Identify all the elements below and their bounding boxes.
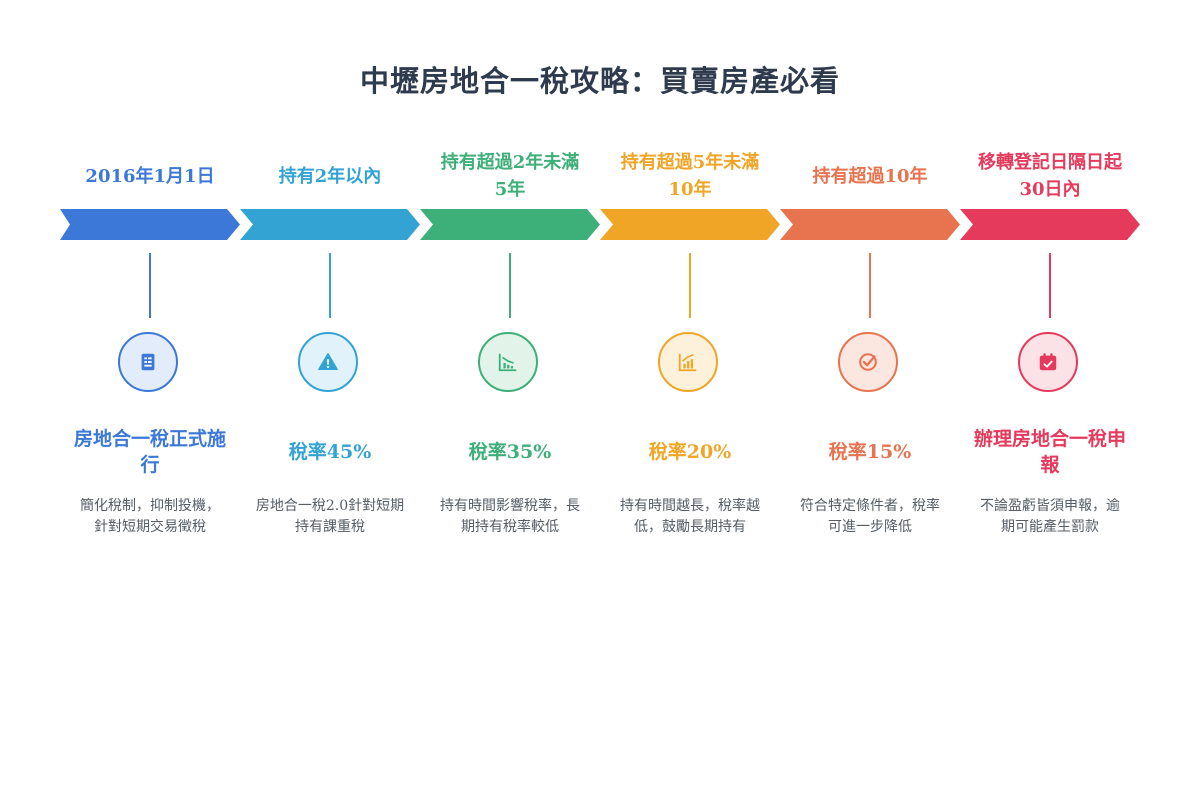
step-chevron [600, 209, 780, 240]
step-chevron [780, 209, 960, 240]
step-chevron [960, 209, 1140, 240]
step-description: 持有時間影響稅率，長期持有稅率較低 [440, 498, 580, 535]
timeline-step: 持有超過10年 稅率15% 符合特定條件者，稅率可進一步降低 [780, 0, 960, 793]
step-connector [329, 253, 331, 318]
calendar-icon [1018, 332, 1078, 392]
step-heading: 辦理房地合一稅申報 [973, 428, 1126, 476]
step-heading: 稅率20% [648, 441, 732, 463]
step-label: 持有超過10年 [812, 165, 928, 187]
chart-up-icon [658, 332, 718, 392]
step-connector [509, 253, 511, 318]
step-label: 2016年1月1日 [85, 165, 215, 187]
timeline-step: 持有超過5年未滿10年 稅率20% 持有時間越長，稅率越低，鼓勵長期持有 [600, 0, 780, 793]
warning-icon [298, 332, 358, 392]
step-description: 不論盈虧皆須申報，逾期可能產生罰款 [980, 498, 1120, 535]
step-description: 簡化稅制，抑制投機，針對短期交易徵稅 [80, 498, 220, 535]
step-label: 持有2年以內 [278, 165, 382, 187]
step-label: 持有超過2年未滿5年 [440, 152, 580, 200]
step-description: 房地合一稅2.0針對短期持有課重稅 [255, 498, 405, 535]
chart-down-icon [478, 332, 538, 392]
step-label: 移轉登記日隔日起30日內 [978, 152, 1122, 200]
step-description: 符合特定條件者，稅率可進一步降低 [800, 498, 940, 535]
step-chevron [420, 209, 600, 240]
step-description: 持有時間越長，稅率越低，鼓勵長期持有 [620, 498, 760, 535]
step-connector [149, 253, 151, 318]
page-title: 中壢房地合一稅攻略：買賣房產必看 [359, 64, 840, 98]
step-heading: 稅率15% [828, 441, 912, 463]
timeline-step: 持有超過2年未滿5年 稅率35% 持有時間影響稅率，長期持有稅率較低 [420, 0, 600, 793]
step-connector [869, 253, 871, 318]
check-circle-icon [838, 332, 898, 392]
timeline-step: 持有2年以內 稅率45% 房地合一稅2.0針對短期持有課重稅 [240, 0, 420, 793]
timeline-step: 2016年1月1日 房地合一稅正式施行 簡化稅制，抑制投機，針對短期交易徵稅 [60, 0, 240, 793]
timeline-step: 移轉登記日隔日起30日內 辦理房地合一稅申報 不論盈虧皆須申報，逾期可能產生罰款 [960, 0, 1140, 793]
step-heading: 稅率35% [468, 441, 552, 463]
document-icon [118, 332, 178, 392]
step-chevron [60, 209, 240, 240]
step-chevron [240, 209, 420, 240]
step-heading: 稅率45% [288, 441, 372, 463]
step-connector [1049, 253, 1051, 318]
step-label: 持有超過5年未滿10年 [620, 152, 760, 200]
step-heading: 房地合一稅正式施行 [73, 428, 226, 476]
step-connector [689, 253, 691, 318]
